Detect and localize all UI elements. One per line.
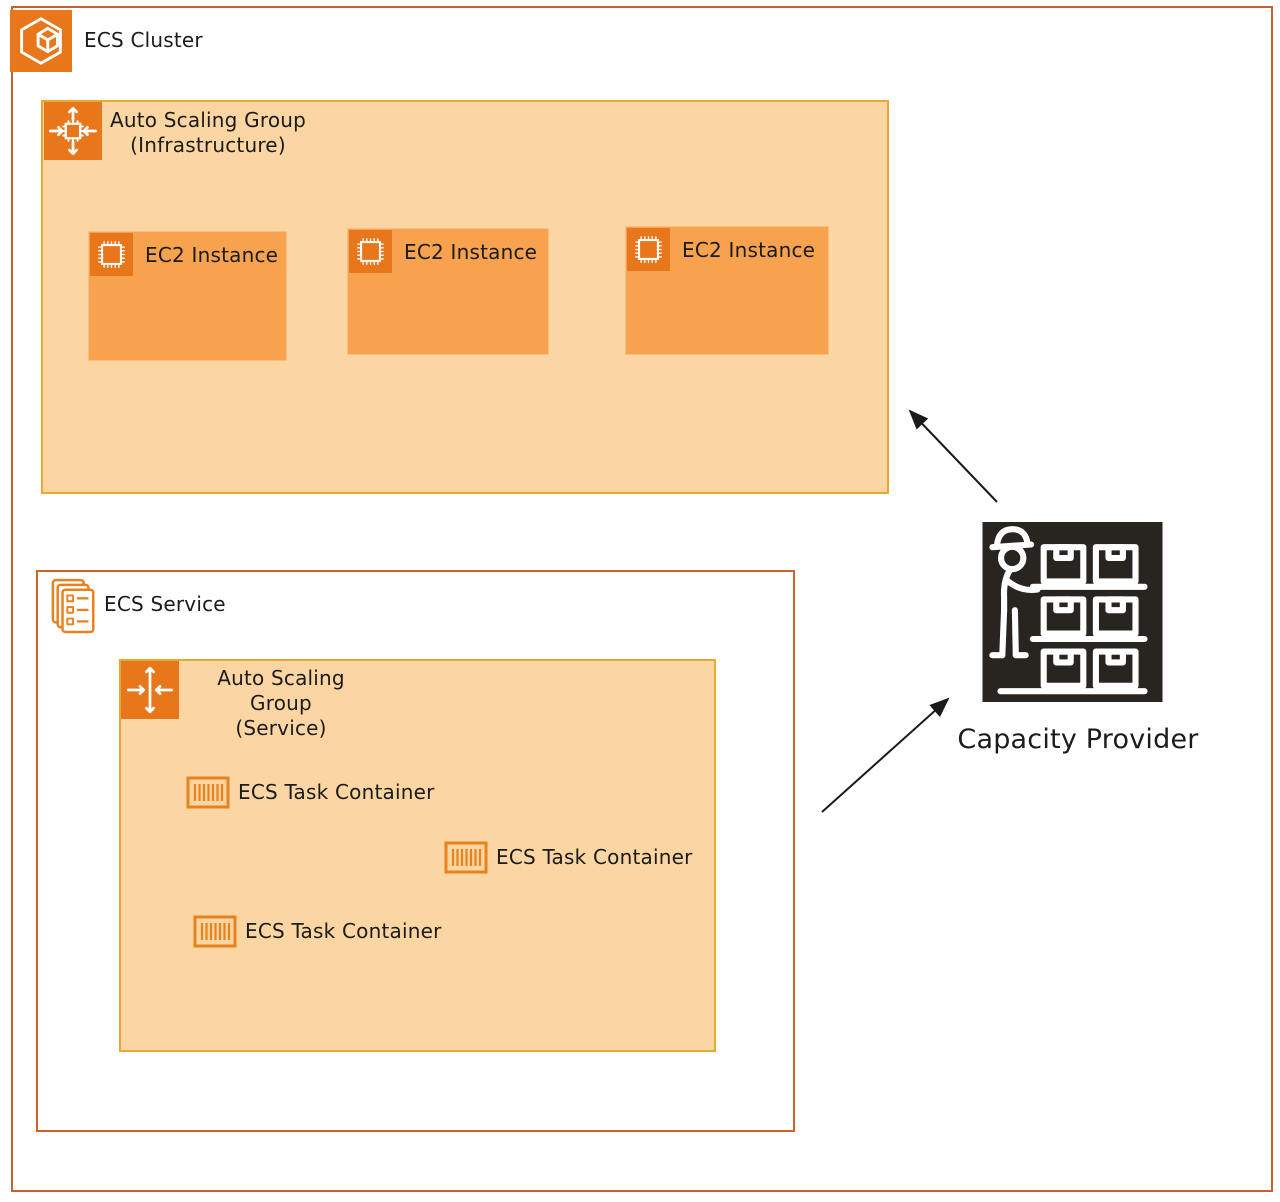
ec2-instance-box: EC2 Instance	[625, 226, 829, 355]
ecs-service-label: ECS Service	[104, 592, 226, 616]
capacity-provider-label: Capacity Provider	[957, 724, 1199, 755]
asg-service-label: Auto Scaling Group (Service)	[183, 666, 379, 741]
container-icon	[444, 841, 488, 874]
ecs-cluster-icon	[10, 10, 72, 72]
ecs-task-container-label: ECS Task Container	[245, 919, 442, 943]
ec2-instance-icon	[90, 233, 133, 276]
ecs-task-container-label: ECS Task Container	[238, 780, 435, 804]
ec2-instance-box: EC2 Instance	[88, 231, 287, 361]
ecs-cluster-label: ECS Cluster	[84, 28, 203, 52]
asg-service-box	[119, 659, 716, 1052]
ec2-instance-label: EC2 Instance	[145, 243, 279, 267]
asg-infrastructure-label-line1: Auto Scaling Group	[109, 108, 307, 132]
ec2-instance-icon	[627, 228, 670, 271]
container-icon	[193, 915, 237, 948]
ec2-instance-box: EC2 Instance	[347, 228, 549, 355]
auto-scaling-group-icon	[121, 661, 179, 719]
ec2-instance-label: EC2 Instance	[682, 238, 816, 262]
asg-service-label-line1: Auto Scaling Group	[217, 666, 345, 715]
container-icon	[186, 776, 230, 809]
ecs-service-icon	[50, 577, 100, 637]
ec2-instance-label: EC2 Instance	[404, 240, 538, 264]
asg-service-label-line2: (Service)	[235, 716, 327, 740]
auto-scaling-group-icon	[44, 102, 102, 160]
asg-infrastructure-label-line2: (Infrastructure)	[130, 133, 286, 157]
ecs-task-container-label: ECS Task Container	[496, 845, 693, 869]
asg-infrastructure-label: Auto Scaling Group (Infrastructure)	[106, 108, 310, 158]
ec2-instance-icon	[349, 230, 392, 273]
capacity-provider-icon	[980, 522, 1165, 702]
